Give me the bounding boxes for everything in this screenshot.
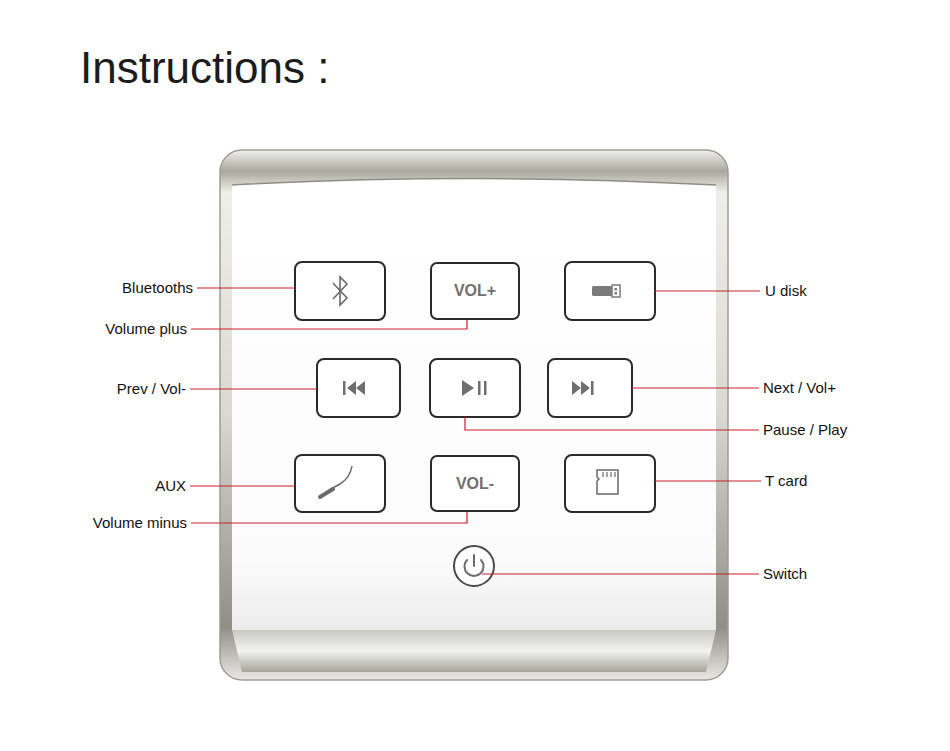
button-label: VOL- xyxy=(456,475,494,493)
power-icon xyxy=(473,555,475,566)
leader-line xyxy=(655,480,761,481)
button-border xyxy=(317,359,400,417)
sd-card-icon xyxy=(597,470,618,494)
prev-icon xyxy=(343,381,365,395)
button-border xyxy=(548,359,632,417)
callout-label: Pause / Play xyxy=(763,421,847,439)
top-edge xyxy=(232,179,716,186)
callout-label: Prev / Vol- xyxy=(117,380,186,398)
callout-label: Switch xyxy=(763,565,807,583)
volume-button: VOL+ xyxy=(430,262,520,320)
callout-label: AUX xyxy=(155,477,186,495)
next-icon xyxy=(572,381,594,395)
sd-card-pins xyxy=(603,472,615,477)
callout-label: T card xyxy=(765,472,807,490)
white-face xyxy=(232,179,716,631)
button-label: VOL+ xyxy=(454,282,496,300)
bluetooth-icon xyxy=(333,277,347,305)
leader-line xyxy=(191,512,467,523)
leader-line xyxy=(632,387,759,388)
callout-label: U disk xyxy=(765,282,807,300)
callout-label: Next / Vol+ xyxy=(763,379,836,397)
leader-line xyxy=(465,417,759,430)
leader-line xyxy=(197,287,295,288)
button-border xyxy=(430,359,520,417)
volume-button: VOL- xyxy=(430,455,520,512)
usb-icon xyxy=(592,285,620,297)
leader-lines xyxy=(190,288,761,574)
callout-label: Bluetooths xyxy=(122,279,193,297)
callout-label: Volume plus xyxy=(105,320,187,338)
power-button xyxy=(454,546,494,586)
page-title: Instructions : xyxy=(80,44,329,92)
button-border xyxy=(565,455,655,512)
leader-line xyxy=(190,485,295,486)
callout-label: Volume minus xyxy=(93,514,187,532)
leader-line xyxy=(190,388,317,389)
chrome-frame xyxy=(220,150,728,680)
button-border xyxy=(295,455,385,512)
aux-icon xyxy=(320,466,352,497)
button-border xyxy=(565,262,655,320)
bottom-bevel xyxy=(232,630,716,672)
leader-line xyxy=(191,320,467,329)
leader-line xyxy=(482,573,759,574)
play-pause-icon xyxy=(462,380,487,396)
button-border xyxy=(295,262,385,320)
leader-line xyxy=(655,290,760,291)
